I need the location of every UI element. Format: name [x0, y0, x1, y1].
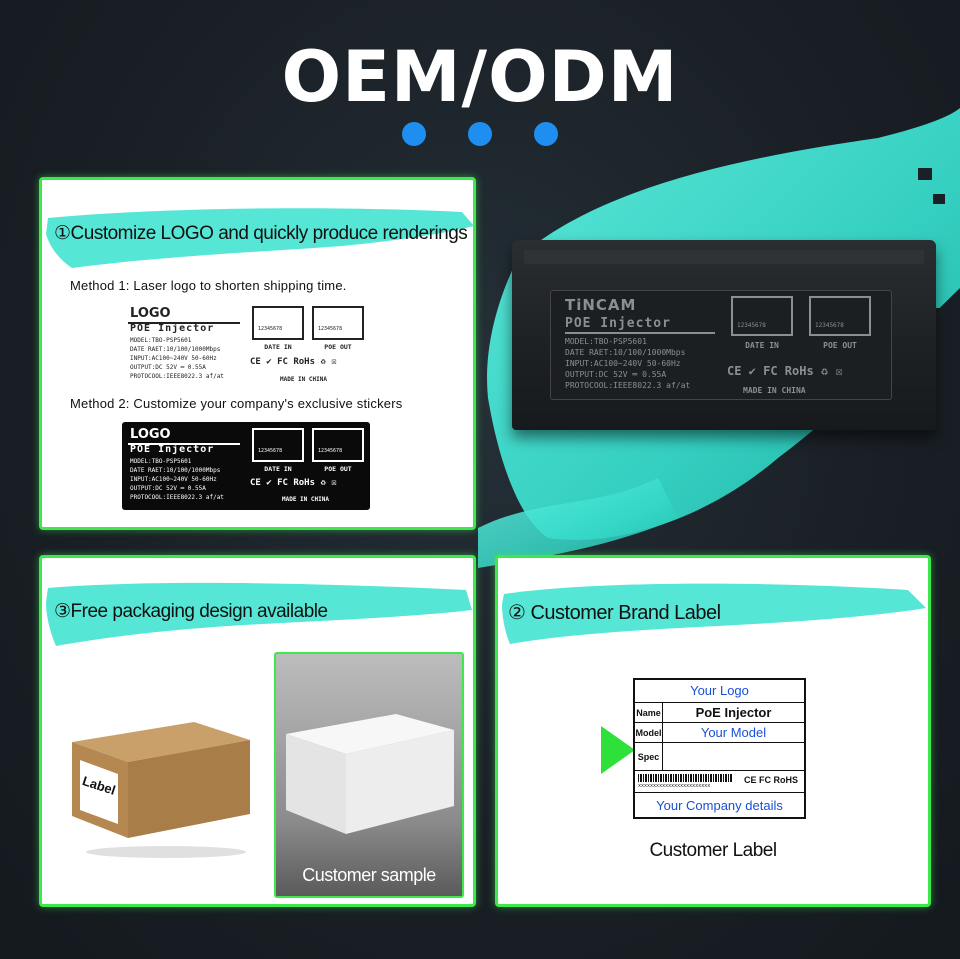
green-arrow-icon [601, 726, 635, 774]
device-brand: TiNCAM [565, 296, 637, 314]
label-spec-key: Spec [635, 743, 663, 770]
device-spec-output: OUTPUT:DC 52V ═ 0.55A [565, 370, 667, 379]
dot-3 [534, 122, 558, 146]
device-spec-protocol: PROTOCOOL:IEEE8022.3 af/at [565, 381, 691, 390]
caption-customer-label: Customer Label [649, 840, 777, 861]
dot-1 [402, 122, 426, 146]
label-your-logo: Your Logo [690, 683, 749, 698]
barcode-text: xxxxxxxxxxxxxxxxxxxxxxxx [638, 783, 711, 789]
panel3-heading: ③Free packaging design available [54, 601, 328, 622]
panel-packaging: ③Free packaging design available Label C… [39, 555, 476, 907]
panel3-brush [46, 582, 472, 646]
panel1-brush [46, 208, 474, 268]
label-model-key: Model [635, 723, 663, 742]
label-company-details: Your Company details [656, 798, 783, 813]
device-label: TiNCAM POE Injector MODEL:TBO-PSP5601 DA… [565, 296, 895, 406]
laser-logo-label: LOGO POE Injector MODEL:TBO-PSP5601 DATE… [128, 306, 372, 386]
laser-label-logo: LOGO [130, 306, 171, 321]
label-certs: CE FC RoHS [744, 775, 798, 785]
panel2-brush [502, 583, 926, 644]
sticker-port-date-in: 12345678 DATE IN [252, 428, 304, 473]
method1-text: Method 1: Laser logo to shorten shipping… [70, 278, 347, 293]
pagination-dots [0, 122, 960, 146]
label-name-value: PoE Injector [695, 705, 772, 720]
page-title: OEM/ODM [281, 36, 679, 118]
device-certs: CE ✔ FC RoHs ♻ ☒ [727, 364, 843, 378]
sample-caption: Customer sample [302, 865, 436, 885]
sticker-label: LOGO POE Injector MODEL:TBO-PSP5601 DATE… [122, 422, 370, 510]
laser-port-date-in: 12345678 DATE IN [252, 306, 304, 351]
panel1-heading: ①Customize LOGO and quickly produce rend… [54, 223, 468, 244]
panel-customize-logo: ①Customize LOGO and quickly produce rend… [39, 177, 476, 530]
device-spec-rate: DATE RAET:10/100/1000Mbps [565, 348, 686, 357]
device-made-in: MADE IN CHINA [743, 386, 806, 395]
kraft-box-image [72, 722, 250, 858]
laser-port-poe-out: 12345678 POE OUT [312, 306, 364, 351]
device-port-poe-out: 12345678 POE OUT [809, 296, 871, 350]
sticker-port-poe-out: 12345678 POE OUT [312, 428, 364, 473]
barcode-icon [638, 774, 732, 782]
panel2-heading: ② Customer Brand Label [508, 602, 721, 624]
device-product: POE Injector [565, 316, 671, 331]
dot-2 [468, 122, 492, 146]
label-name-key: Name [635, 703, 663, 722]
laser-label-product: POE Injector [130, 323, 215, 334]
customer-sample-image: Customer sample [274, 652, 464, 898]
device-spec-model: MODEL:TBO-PSP5601 [565, 337, 647, 346]
device-port-date-in: 12345678 DATE IN [731, 296, 793, 350]
white-box-icon [286, 714, 454, 834]
device-spec-input: INPUT:AC100~240V 50-60Hz [565, 359, 681, 368]
label-model-value: Your Model [700, 725, 767, 740]
method2-text: Method 2: Customize your company's exclu… [70, 396, 403, 411]
customer-label-table: Your Logo Name PoE Injector Model Your M… [633, 678, 806, 819]
